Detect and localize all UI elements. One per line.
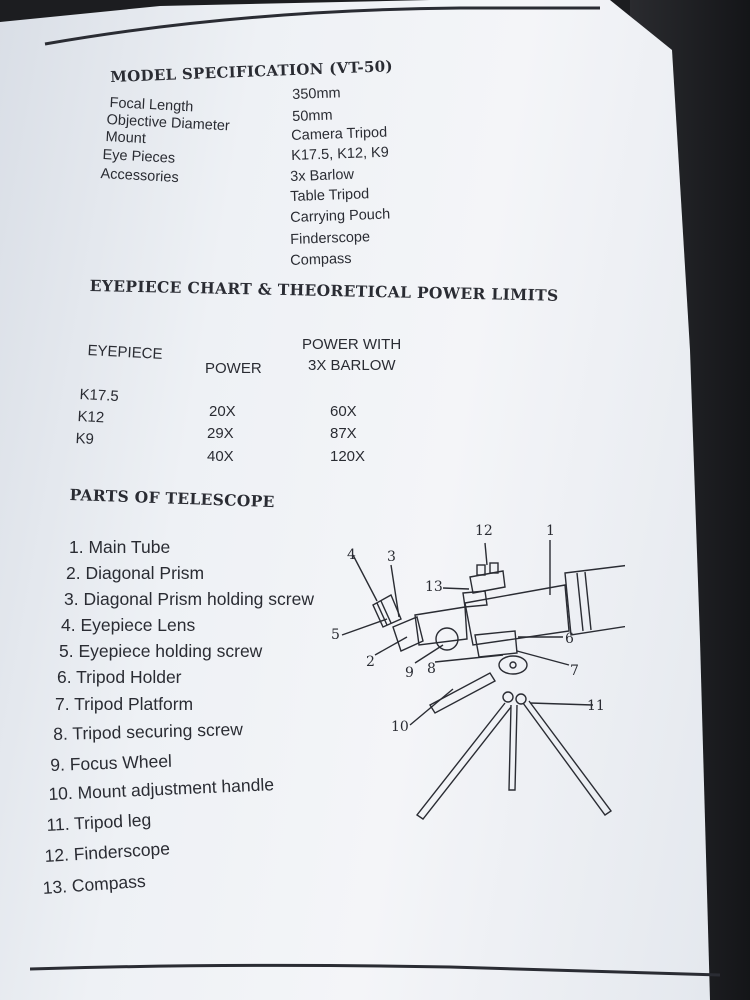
finderscope <box>469 570 506 594</box>
tripod-holder <box>474 630 518 658</box>
tripod-leg <box>415 702 512 820</box>
spec-value: Camera Tripod <box>291 124 388 144</box>
main-tube <box>464 584 570 646</box>
chart-barlow-power: 87X <box>330 425 357 442</box>
telescope-diagram: 1 12 13 4 3 5 2 9 8 6 7 11 10 <box>331 523 625 820</box>
spec-value: 350mm <box>292 85 341 103</box>
diagram-label: 1 <box>546 523 555 539</box>
top-border-line <box>44 6 600 46</box>
focus-wheel <box>435 627 459 651</box>
part-item: 7. Tripod Platform <box>55 694 194 714</box>
part-item: 4. Eyepiece Lens <box>61 615 196 635</box>
chart-eyepiece: K12 <box>77 408 105 427</box>
spec-value: K17.5, K12, K9 <box>291 144 390 164</box>
diagram-label: 10 <box>391 719 409 735</box>
diagram-label: 9 <box>405 665 414 681</box>
chart-col-barlow: 3X BARLOW <box>308 357 396 374</box>
eyepiece-lens <box>372 594 402 628</box>
diagonal-prism <box>392 616 424 652</box>
diagram-label: 13 <box>425 579 443 595</box>
chart-power: 20X <box>209 403 236 420</box>
bottom-border-line <box>30 963 720 977</box>
diagram-label: 12 <box>475 523 493 539</box>
chart-power: 40X <box>207 448 234 465</box>
chart-eyepiece: K9 <box>75 430 95 448</box>
diagram-label: 6 <box>565 631 574 647</box>
chart-barlow-power: 60X <box>330 403 357 420</box>
part-item: 1. Main Tube <box>69 537 171 557</box>
diagram-label: 3 <box>387 549 396 565</box>
tripod-leg <box>522 700 613 816</box>
part-item: 6. Tripod Holder <box>57 667 182 687</box>
chart-barlow-power: 120X <box>330 448 366 465</box>
compass <box>462 590 488 608</box>
spec-label: Mount <box>105 129 147 148</box>
part-item: 9. Focus Wheel <box>50 750 173 775</box>
objective-end <box>564 564 625 636</box>
chart-power: 29X <box>207 425 234 442</box>
chart-eyepiece: K17.5 <box>79 386 120 406</box>
spec-value: Table Tripod <box>290 186 370 205</box>
tripod-leg <box>508 704 518 791</box>
diagram-label: 5 <box>331 627 340 643</box>
diagram-label: 11 <box>587 698 605 714</box>
focuser <box>414 606 468 646</box>
spec-value: Finderscope <box>290 229 371 248</box>
diagram-label: 7 <box>570 663 579 679</box>
part-item: 3. Diagonal Prism holding screw <box>64 589 314 609</box>
mount-handle <box>429 672 496 714</box>
diagram-label: 8 <box>427 661 436 677</box>
part-item: 5. Eyepiece holding screw <box>59 641 263 661</box>
spec-value: 50mm <box>292 107 333 125</box>
diagram-label: 2 <box>366 654 375 670</box>
tripod-platform <box>498 655 528 675</box>
spec-value: 3x Barlow <box>290 166 355 185</box>
spec-value: Compass <box>290 250 352 269</box>
diagram-label: 4 <box>347 547 356 563</box>
chart-col-power: POWER <box>205 360 262 377</box>
part-item: 2. Diagonal Prism <box>66 563 205 583</box>
instruction-sheet <box>0 0 710 1000</box>
chart-col-barlow: POWER WITH <box>302 336 402 353</box>
